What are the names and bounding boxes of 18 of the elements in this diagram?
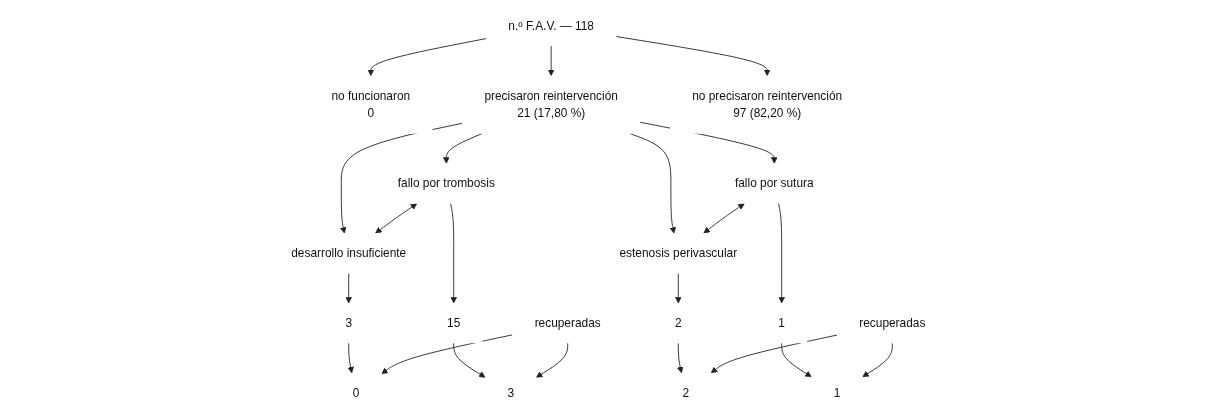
node-text: fallo por trombosis [397, 176, 495, 190]
node-text: estenosis perivascular [619, 246, 737, 260]
node-text: fallo por sutura [734, 176, 814, 190]
node-text: n.º F.A.V. — 118 [508, 19, 594, 32]
node-text: precisaron reintervención 21 (17,80 %) [484, 89, 618, 120]
node-text: 1 [778, 316, 785, 330]
node-text: 3 [345, 316, 352, 330]
node-text: recuperadas [858, 316, 926, 330]
node-text: 15 [446, 316, 461, 330]
node-text: desarrollo insuficiente [290, 246, 406, 260]
node-text: 1 [833, 386, 841, 399]
node-text: no precisaron reintervención 97 (82,20 %) [691, 89, 842, 120]
node-text: 0 [352, 386, 360, 399]
node-text: 2 [674, 316, 682, 330]
node-text: 2 [682, 386, 689, 399]
node-text: no funcionaron 0 [331, 89, 410, 120]
node-text: recuperadas [534, 316, 601, 330]
node-text: 3 [507, 386, 514, 399]
